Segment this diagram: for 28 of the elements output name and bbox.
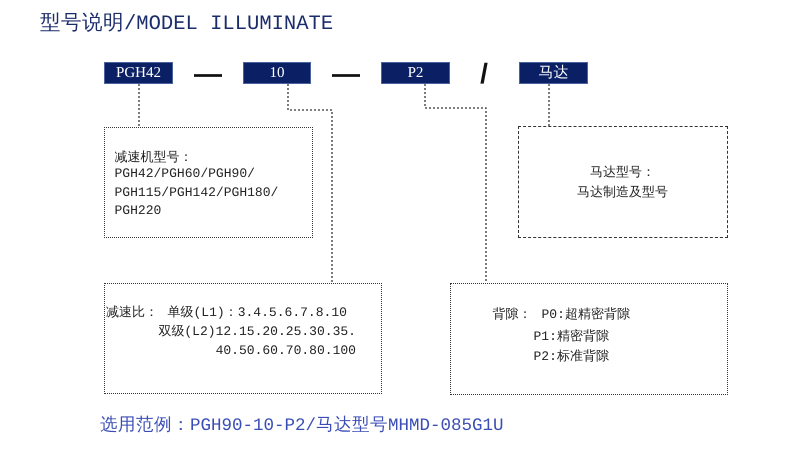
connector-line (138, 84, 140, 127)
description-text: 单级(L1)：3.4.5.6.7.8.10 (168, 304, 347, 322)
connector-line (548, 84, 550, 126)
description-box (518, 126, 728, 238)
description-text: 马达制造及型号 (576, 184, 669, 202)
separator-dash: — (194, 60, 222, 88)
heading-text: 背隙： (492, 306, 532, 324)
connector-line (287, 84, 333, 283)
description-text: PGH42/PGH60/PGH90/ PGH115/PGH142/PGH180/ PGH220 (114, 165, 280, 220)
heading-text: 马达型号： (589, 164, 656, 182)
code-box: PGH42 (104, 62, 173, 84)
code-box: 马达 (519, 62, 588, 84)
description-text: 双级(L2)12.15.20.25.30.35. 40.50.60.70.80.100 (157, 323, 356, 360)
caption: 选用范例：PGH90-10-P2/马达型号MHMD-085G1U (100, 416, 504, 437)
description-box (104, 283, 382, 394)
separator-slash: / (480, 60, 488, 88)
description-text: P2:标准背隙 (534, 348, 609, 366)
description-box (450, 283, 728, 395)
title: 型号说明/MODEL ILLUMINATE (40, 12, 334, 37)
code-box: P2 (381, 62, 450, 84)
heading-text: 减速机型号： (114, 149, 192, 167)
heading-text: 减速比： (106, 304, 158, 322)
description-text: P1:精密背隙 (534, 328, 609, 346)
code-box: 10 (243, 62, 311, 84)
connector-line (424, 84, 487, 283)
description-text: P0:超精密背隙 (542, 306, 630, 324)
description-box (104, 127, 313, 238)
separator-dash: — (332, 60, 360, 88)
